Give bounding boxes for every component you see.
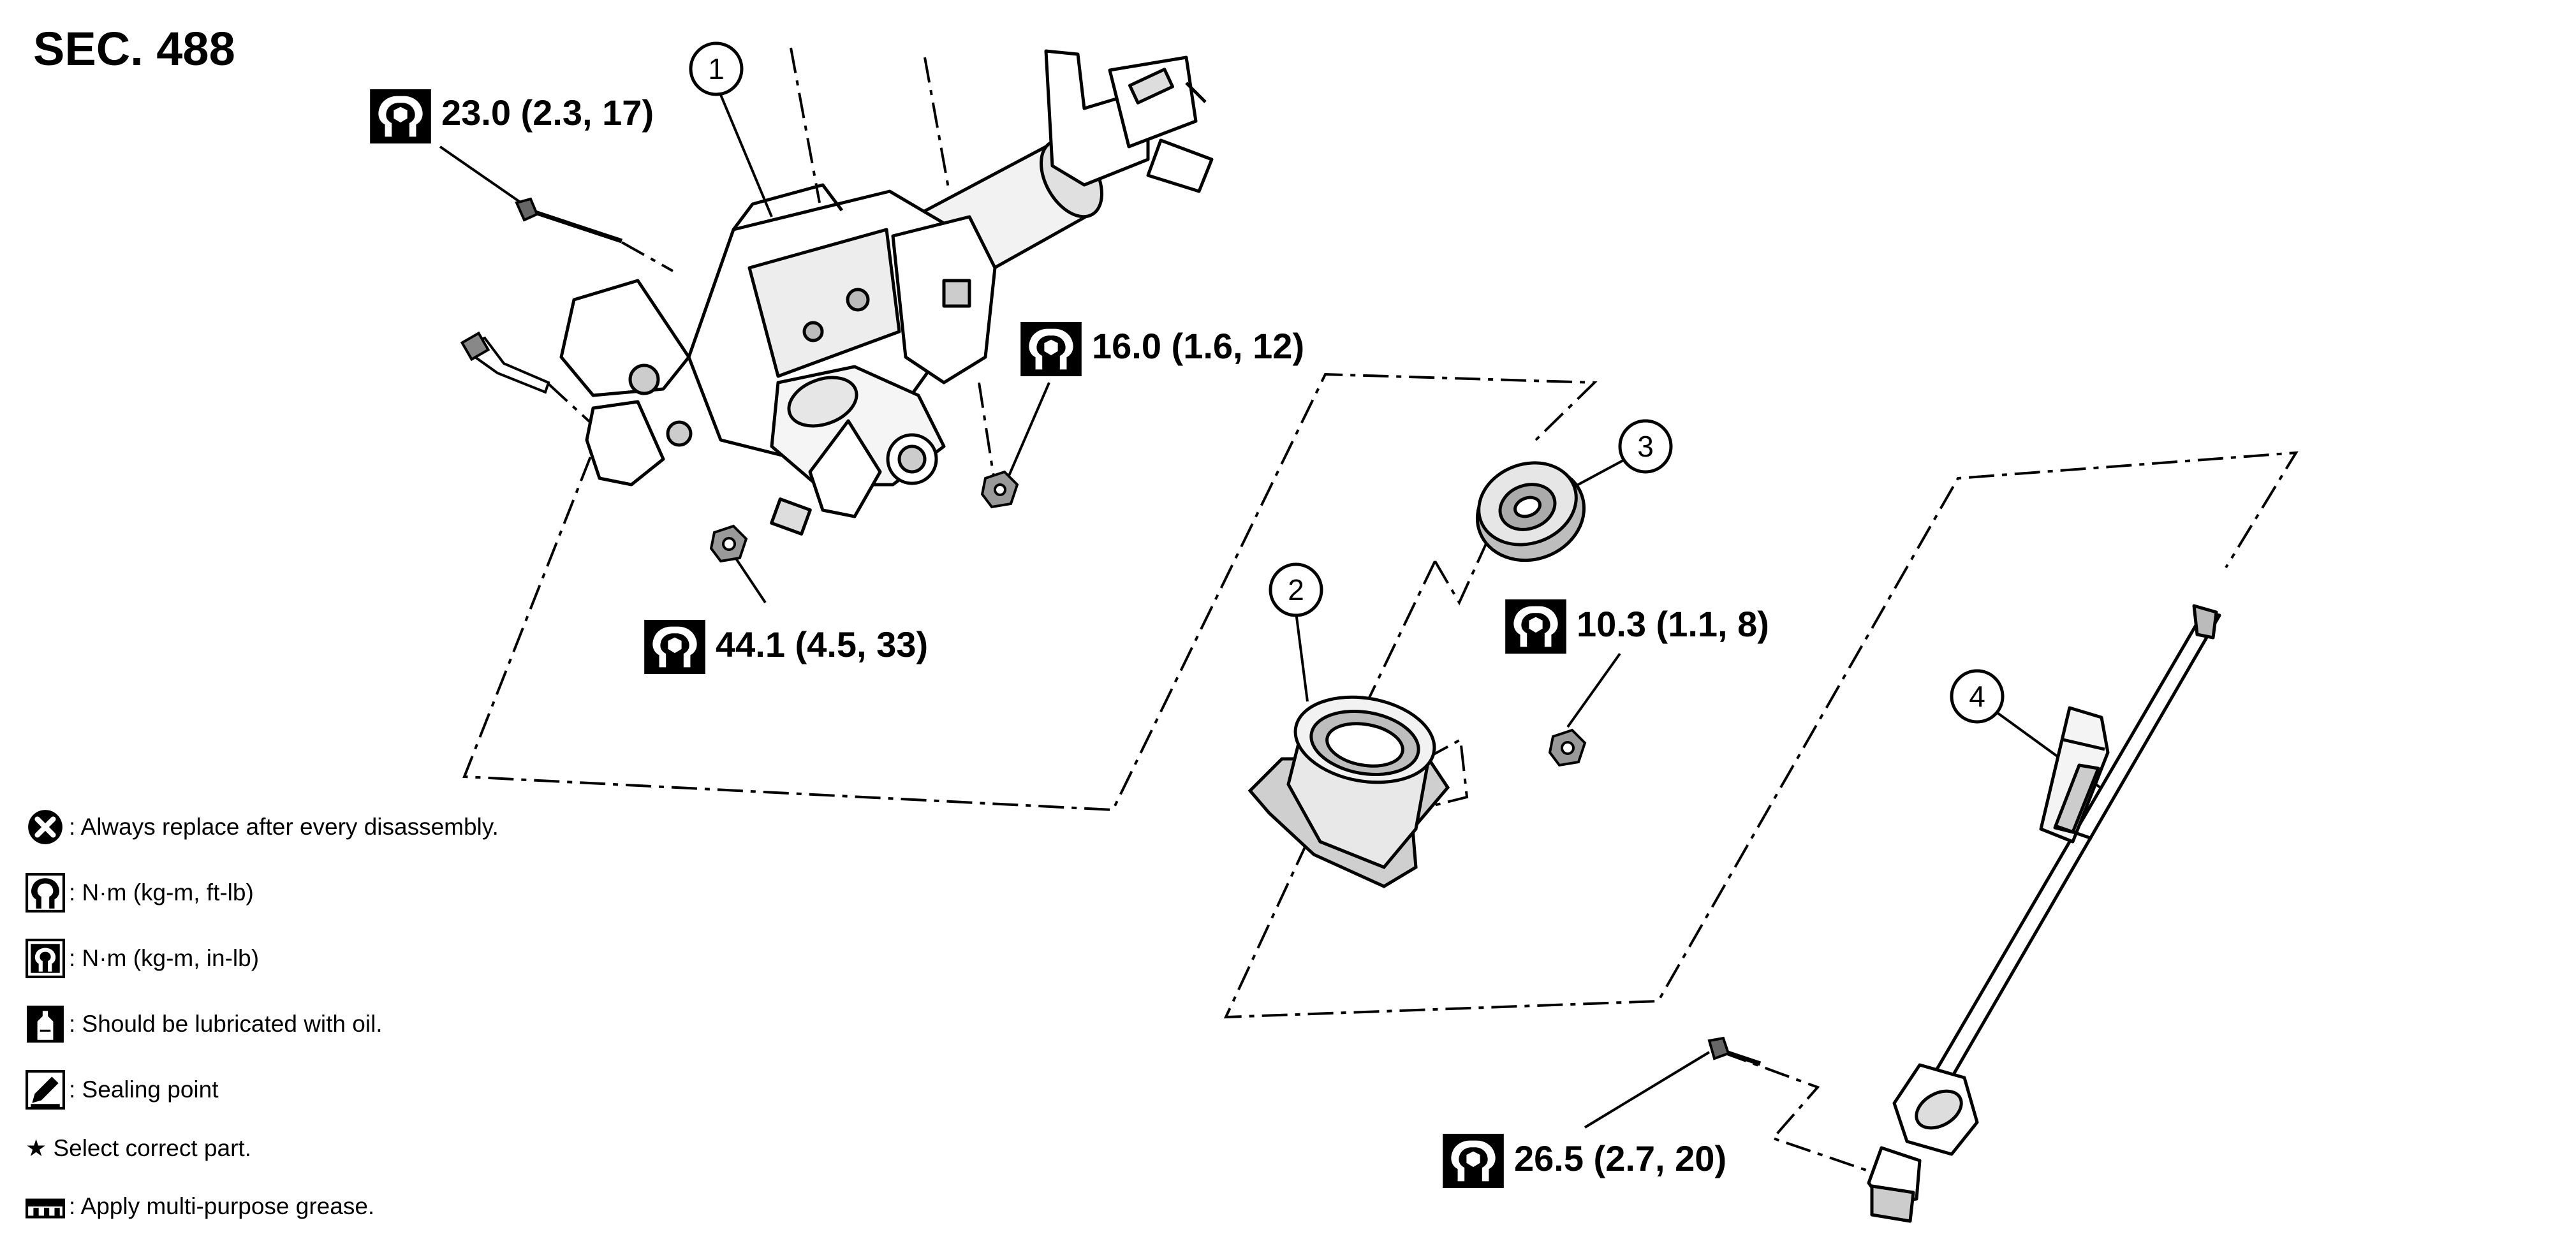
sealing-point-icon	[26, 1069, 65, 1110]
nut-44	[709, 524, 748, 563]
legend-text: : Apply multi-purpose grease.	[69, 1192, 375, 1219]
symbol-legend: : Always replace after every disassembly…	[26, 794, 663, 1239]
torque-spec-5: 26.5 (2.7, 20)	[1443, 1134, 1726, 1188]
torque-wrench-icon	[1443, 1134, 1504, 1188]
svg-text:2: 2	[1288, 573, 1304, 606]
torque-wrench-icon	[1020, 322, 1082, 376]
svg-text:4: 4	[1969, 680, 1985, 713]
svg-text:16.0 (1.6, 12): 16.0 (1.6, 12)	[1092, 326, 1304, 366]
legend-row-grease: : Apply multi-purpose grease.	[26, 1173, 663, 1239]
callout-3: 3	[1618, 419, 1673, 474]
svg-text:1: 1	[708, 52, 725, 85]
legend-row-torque-ftlb: : N·m (kg-m, ft-lb)	[26, 860, 663, 925]
section-number: SEC. 488	[33, 22, 235, 75]
nut-16	[980, 470, 1019, 509]
legend-text: : Always replace after every disassembly…	[69, 813, 499, 840]
hole-cover-seal	[1475, 461, 1586, 562]
legend-text: : N·m (kg-m, in-lb)	[69, 944, 260, 971]
callout-1: 1	[689, 41, 744, 96]
callout-4: 4	[1950, 669, 2005, 724]
bolt-lower	[460, 331, 550, 394]
legend-text: : Sealing point	[69, 1076, 219, 1103]
svg-text:44.1 (4.5, 33): 44.1 (4.5, 33)	[716, 624, 928, 664]
legend-row-select-part: ★ Select correct part.	[26, 1122, 663, 1173]
svg-text:3: 3	[1637, 430, 1654, 463]
svg-text:23.0 (2.3, 17): 23.0 (2.3, 17)	[441, 92, 654, 133]
torque-spec-3: 44.1 (4.5, 33)	[644, 620, 928, 674]
legend-row-oil: : Should be lubricated with oil.	[26, 991, 663, 1057]
lower-shaft	[1867, 604, 2221, 1223]
torque-spec-4: 10.3 (1.1, 8)	[1505, 599, 1769, 654]
legend-text: ★ Select correct part.	[26, 1134, 251, 1161]
leader-lines	[439, 84, 2106, 1129]
torque-spec-1: 23.0 (2.3, 17)	[370, 89, 654, 143]
bolt-upper	[515, 197, 623, 244]
svg-text:26.5 (2.7, 20): 26.5 (2.7, 20)	[1514, 1138, 1726, 1178]
callout-2: 2	[1269, 562, 1323, 617]
bolt-26	[1707, 1036, 1762, 1066]
steering-boot	[1248, 695, 1450, 888]
nut-10	[1548, 728, 1587, 767]
svg-text:10.3 (1.1, 8): 10.3 (1.1, 8)	[1577, 604, 1769, 644]
steering-column-assembly	[559, 49, 1214, 536]
legend-text: : Should be lubricated with oil.	[69, 1010, 383, 1037]
replace-after-disassembly-icon	[28, 809, 63, 844]
torque-wrench-ftlb-icon	[26, 872, 65, 913]
torque-spec-2: 16.0 (1.6, 12)	[1020, 322, 1304, 376]
legend-text: : N·m (kg-m, ft-lb)	[69, 879, 254, 905]
torque-wrench-inlb-icon	[26, 938, 65, 978]
torque-wrench-icon	[1505, 599, 1566, 654]
assembly-guide-lines	[462, 47, 2299, 1181]
oil-can-icon	[27, 1005, 64, 1043]
legend-row-replace: : Always replace after every disassembly…	[26, 794, 663, 860]
torque-wrench-icon	[370, 89, 431, 143]
grease-icon	[26, 1198, 65, 1219]
torque-wrench-icon	[644, 620, 705, 674]
legend-row-sealing: : Sealing point	[26, 1057, 663, 1122]
legend-row-torque-inlb: : N·m (kg-m, in-lb)	[26, 925, 663, 991]
